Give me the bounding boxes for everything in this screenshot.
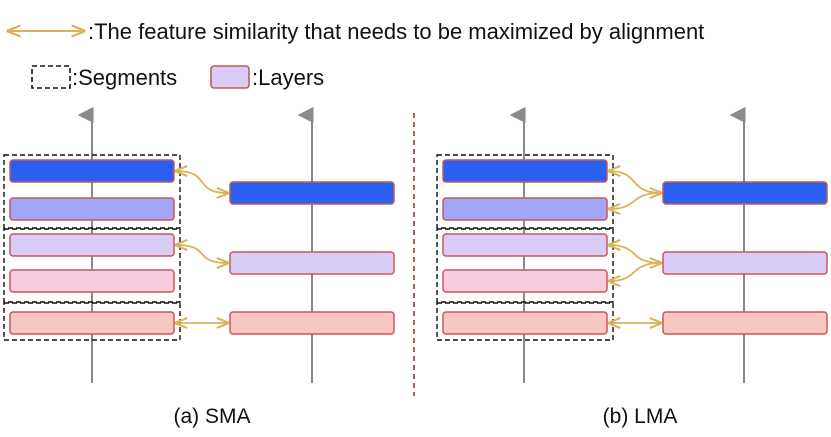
alignment-arrow-sma-1 bbox=[176, 171, 228, 193]
alignment-arrow-lma-2a bbox=[609, 245, 661, 263]
layer-teacher-3 bbox=[662, 311, 828, 335]
layer-teacher-1 bbox=[229, 181, 395, 205]
legend-layers-text: :Layers bbox=[252, 65, 324, 90]
layer-student-1 bbox=[442, 159, 608, 183]
alignment-arrow-lma-1b bbox=[609, 192, 662, 209]
caption-sma: (a) SMA bbox=[173, 405, 250, 428]
layer-student-4 bbox=[9, 269, 175, 293]
layer-student-4 bbox=[442, 269, 608, 293]
panel-sma: (a) SMA bbox=[3, 107, 395, 428]
legend: :The feature similarity that needs to be… bbox=[8, 19, 704, 90]
layer-student-5 bbox=[442, 311, 608, 335]
layer-teacher-1 bbox=[662, 181, 828, 205]
layer-student-2 bbox=[9, 197, 175, 221]
layer-student-1 bbox=[9, 159, 175, 183]
legend-segments-text: :Segments bbox=[72, 65, 177, 90]
legend-segment-swatch bbox=[31, 65, 71, 89]
layer-student-5 bbox=[9, 311, 175, 335]
alignment-arrow-sma-2 bbox=[176, 245, 228, 263]
layer-teacher-2 bbox=[662, 251, 828, 275]
layer-student-2 bbox=[442, 197, 608, 221]
legend-layer-swatch bbox=[210, 65, 250, 89]
layer-student-3 bbox=[442, 233, 608, 257]
caption-lma: (b) LMA bbox=[603, 405, 678, 428]
legend-arrow-text: :The feature similarity that needs to be… bbox=[88, 19, 704, 44]
layer-teacher-2 bbox=[229, 251, 395, 275]
alignment-arrow-lma-2b bbox=[609, 262, 662, 281]
alignment-arrow-lma-1a bbox=[609, 171, 661, 193]
panel-lma: (b) LMA bbox=[436, 107, 828, 428]
layer-teacher-3 bbox=[229, 311, 395, 335]
layer-student-3 bbox=[9, 233, 175, 257]
